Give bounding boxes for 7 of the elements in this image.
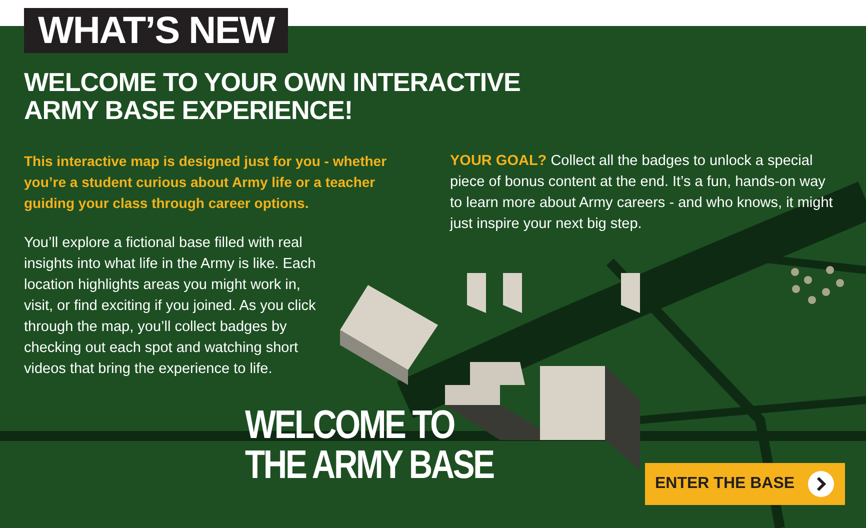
section-tag: WHAT’S NEW — [24, 8, 288, 53]
hero-heading: WELCOME TO THE ARMY BASE — [245, 405, 495, 485]
enter-button: ENTER THE BASE — [645, 463, 845, 505]
intro-paragraph: This interactive map is designed just for you - whether you’re a student curious about Army life or a teacher guiding your class through career options. — [24, 152, 388, 213]
body-paragraph: You’ll explore a fictional base filled with real insights into what life in the Army is like. Each location highlights areas you might work in, visit, or find exciting if you joined. As you click through the map, you’ll collect badges by checking out each spot and watching short videos that bring the experience to life. — [24, 234, 317, 379]
goal-paragraph: YOUR GOAL? Collect all the badges to unlock a special piece of bonus content at the end. It’s a fun, hands-on way to learn more about Army careers - and who knows, it might just inspire your next big step. — [450, 152, 834, 234]
heading: WELCOME TO YOUR OWN INTERACTIVE ARMY BASE EXPERIENCE! — [24, 68, 522, 124]
